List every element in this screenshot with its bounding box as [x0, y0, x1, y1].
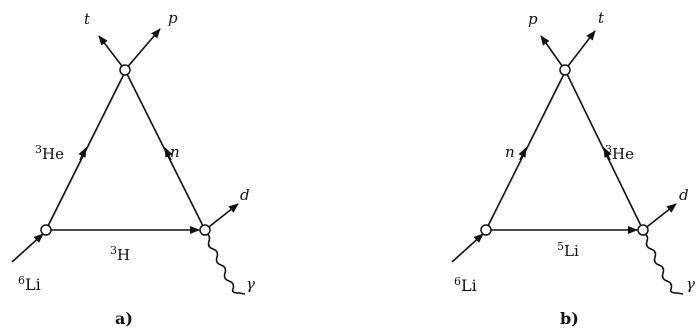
line-d-out-b — [642, 203, 677, 231]
label-t-b: t — [598, 9, 605, 27]
label-p-b: p — [528, 10, 538, 28]
label-t-a: t — [84, 10, 91, 28]
line-li-in-a — [11, 233, 44, 263]
line-p-out-b — [540, 35, 566, 71]
vertex-top-b — [559, 64, 571, 76]
label-incoming-a: 6Li — [18, 274, 41, 294]
label-right-edge-a: n — [170, 143, 180, 161]
vertex-left-b — [480, 224, 492, 236]
vertex-right-a — [199, 224, 211, 236]
label-gamma-b: γ — [686, 275, 695, 293]
vertex-top-a — [119, 64, 131, 76]
diagram-b: p t n 3He 5Li 6Li d γ b) — [451, 9, 695, 328]
label-bottom-edge-a: 3H — [110, 244, 130, 264]
label-left-edge-b: n — [505, 143, 515, 161]
label-p-a: p — [168, 9, 178, 27]
photon-line-b — [642, 232, 684, 295]
edge-right-a — [126, 73, 206, 231]
label-bottom-edge-b: 5Li — [557, 240, 579, 260]
line-p-out-a — [124, 28, 161, 71]
label-incoming-b: 6Li — [454, 275, 477, 295]
line-t-out-a — [98, 35, 126, 71]
line-t-out-b — [564, 30, 596, 71]
label-d-a: d — [240, 186, 250, 204]
diagram-a: t p 3He n 3H 6Li d γ a) — [11, 9, 255, 328]
edge-left-b — [485, 73, 565, 231]
vertex-left-a — [40, 224, 52, 236]
line-li-in-b — [451, 233, 484, 263]
label-right-edge-b: 3He — [605, 143, 634, 163]
label-gamma-a: γ — [246, 275, 255, 293]
label-d-b: d — [679, 186, 689, 204]
caption-a: a) — [115, 309, 133, 328]
photon-line-a — [204, 232, 246, 295]
label-left-edge-a: 3He — [35, 143, 64, 163]
vertex-right-b — [637, 224, 649, 236]
caption-b: b) — [560, 309, 579, 328]
line-d-out-a — [204, 203, 239, 231]
